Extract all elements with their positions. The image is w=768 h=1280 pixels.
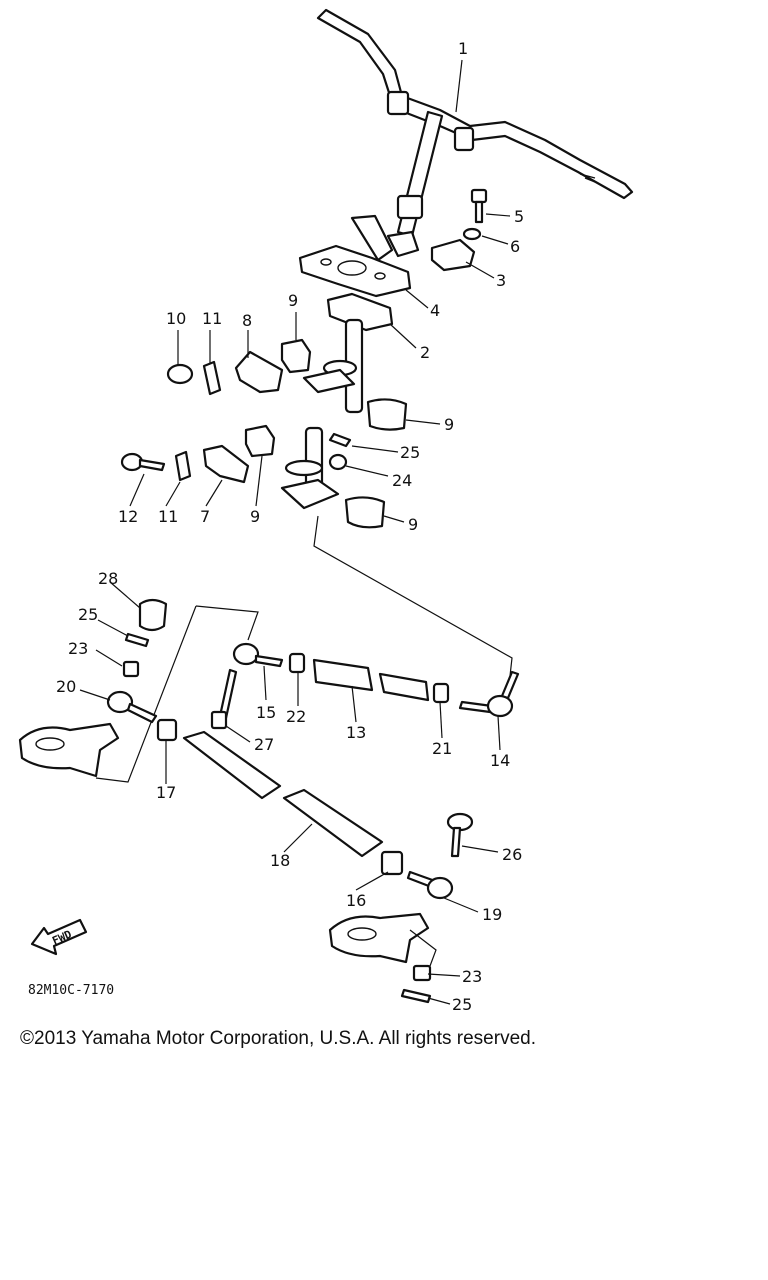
handlebar-part bbox=[316, 8, 634, 262]
steering-column-upper-part bbox=[302, 292, 394, 414]
callout-21: 21 bbox=[432, 739, 452, 758]
fwd-arrow-icon: FWD bbox=[30, 918, 88, 956]
callout-14: 14 bbox=[490, 751, 510, 770]
steering-column-lower-part bbox=[280, 426, 352, 510]
callout-20: 20 bbox=[56, 677, 76, 696]
leader-lines-lower bbox=[79, 581, 501, 1005]
callout-16: 16 bbox=[346, 891, 366, 910]
callout-2: 2 bbox=[420, 343, 430, 362]
callout-7: 7 bbox=[200, 507, 210, 526]
callout-23b: 23 bbox=[462, 967, 482, 986]
clamp-bolt-group bbox=[430, 188, 488, 272]
callout-27: 27 bbox=[254, 735, 274, 754]
callout-9b: 9 bbox=[444, 415, 454, 434]
callout-12: 12 bbox=[118, 507, 138, 526]
small-hardware-lower bbox=[120, 444, 250, 484]
callout-11a: 11 bbox=[202, 309, 222, 328]
callout-10: 10 bbox=[166, 309, 186, 328]
callout-5: 5 bbox=[514, 207, 524, 226]
callout-8: 8 bbox=[242, 311, 252, 330]
callout-15: 15 bbox=[256, 703, 276, 722]
callout-25b: 25 bbox=[78, 605, 98, 624]
callout-25a: 25 bbox=[400, 443, 420, 462]
bushing-parts bbox=[244, 338, 408, 529]
steering-linkage-part bbox=[18, 598, 520, 1004]
drawing-code: 82M10C-7170 bbox=[28, 983, 114, 998]
callout-3: 3 bbox=[496, 271, 506, 290]
callout-26: 26 bbox=[502, 845, 522, 864]
callout-4: 4 bbox=[430, 301, 440, 320]
callout-9c: 9 bbox=[250, 507, 260, 526]
callout-22: 22 bbox=[286, 707, 306, 726]
callout-13: 13 bbox=[346, 723, 366, 742]
copyright-notice: ©2013 Yamaha Motor Corporation, U.S.A. A… bbox=[20, 1028, 536, 1049]
callout-25c: 25 bbox=[452, 995, 472, 1014]
callout-11b: 11 bbox=[158, 507, 178, 526]
callout-9a: 9 bbox=[288, 291, 298, 310]
callout-18: 18 bbox=[270, 851, 290, 870]
callout-numbers: 1 5 6 3 4 2 9 10 11 8 9 25 24 12 11 7 9 … bbox=[56, 39, 524, 1014]
callout-6: 6 bbox=[510, 237, 520, 256]
callout-24: 24 bbox=[392, 471, 412, 490]
callout-1: 1 bbox=[458, 39, 468, 58]
steering-plate-part bbox=[298, 244, 412, 298]
callout-17: 17 bbox=[156, 783, 176, 802]
callout-23a: 23 bbox=[68, 639, 88, 658]
leader-lines bbox=[95, 59, 513, 783]
small-hardware-upper bbox=[166, 350, 284, 396]
callout-9d: 9 bbox=[408, 515, 418, 534]
callout-19: 19 bbox=[482, 905, 502, 924]
callout-28: 28 bbox=[98, 569, 118, 588]
